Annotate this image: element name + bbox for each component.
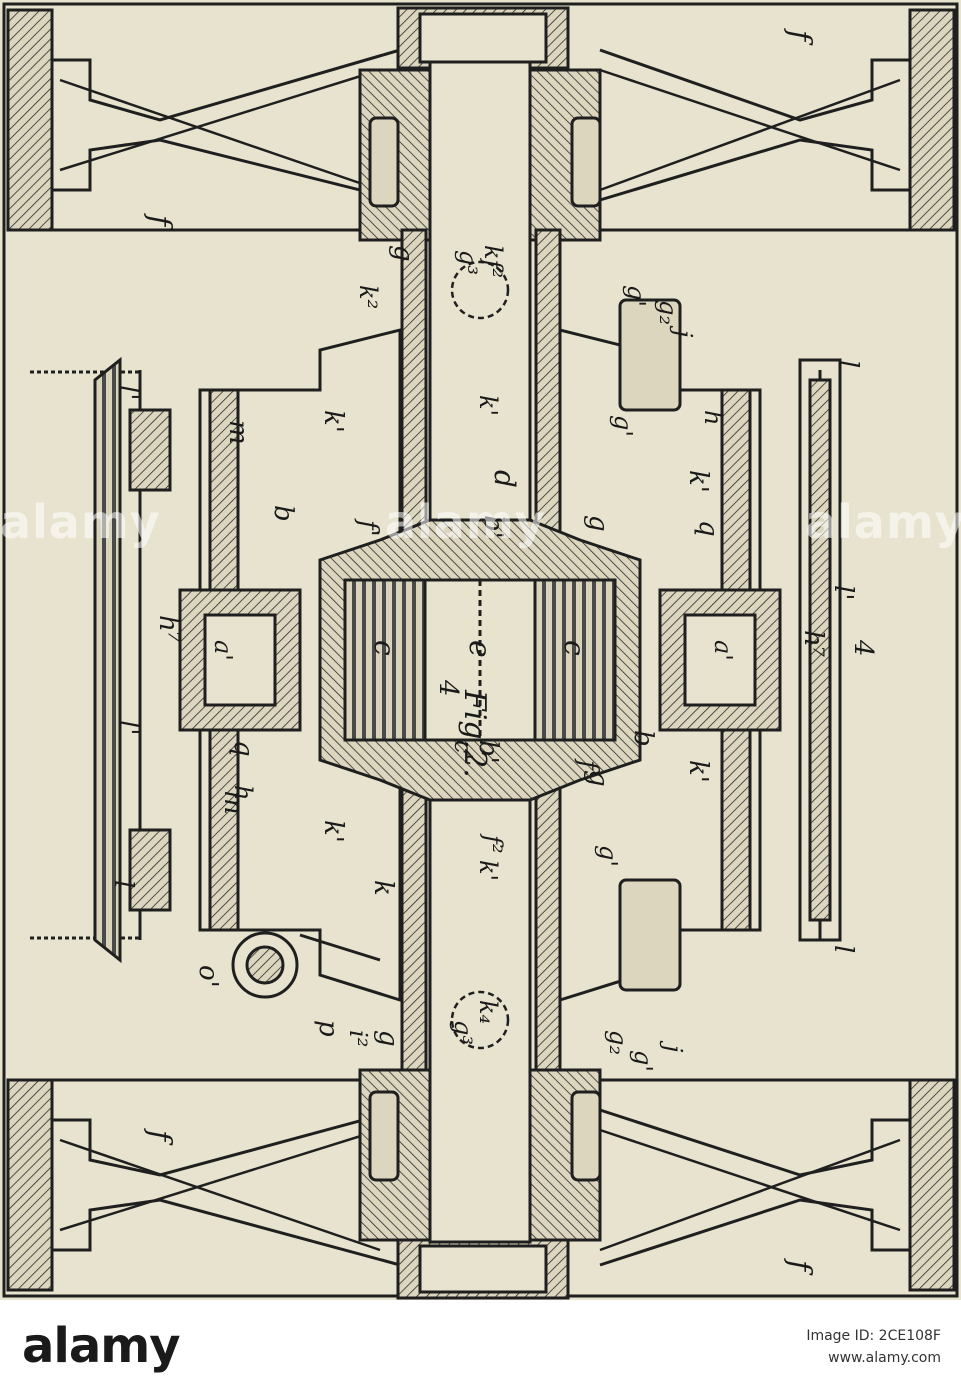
label-c-2: c xyxy=(558,640,591,656)
label-a1-1: a' xyxy=(209,640,237,661)
label-g3-2: g³ xyxy=(449,1020,477,1045)
label-a1-2: a' xyxy=(709,640,737,661)
footer-logo[interactable]: alamy xyxy=(22,1318,180,1374)
label-k1-5: k' xyxy=(474,860,502,881)
label-c-1: c xyxy=(368,640,401,656)
label-h-1: h xyxy=(699,410,727,425)
label-g-1: g xyxy=(388,245,418,262)
label-h7-1: h⁷ xyxy=(153,615,183,643)
label-e: e xyxy=(462,640,497,658)
label-g-2: g xyxy=(373,1030,403,1047)
label-b-2: b xyxy=(628,730,658,747)
label-k1-1: k' xyxy=(318,410,348,433)
label-kf2: kf² xyxy=(479,245,507,278)
label-f2: f² xyxy=(479,833,507,854)
label-g2-2: g₂ xyxy=(604,1030,632,1055)
label-l-1: l xyxy=(108,880,138,888)
label-g1-2: g' xyxy=(629,1050,657,1072)
label-b-1: b xyxy=(268,505,298,522)
label-p: p xyxy=(313,1020,343,1037)
label-k4: k₄ xyxy=(474,1000,502,1024)
footer-bar: alamy Image ID: 2CE108F www.alamy.com xyxy=(0,1300,961,1390)
label-l1-2: l' xyxy=(113,720,143,735)
label-g3-1: g³ xyxy=(454,250,482,275)
label-q-1: q xyxy=(228,740,258,757)
label-m-2: m xyxy=(218,790,248,815)
label-i2: i² xyxy=(344,1030,372,1047)
label-k1-6: k' xyxy=(474,395,502,416)
label-g2-1: g₂ xyxy=(654,300,682,325)
label-l-3: l xyxy=(828,945,858,953)
label-g-3: g xyxy=(583,515,613,532)
footer-image-id: Image ID: 2CE108F xyxy=(806,1328,941,1344)
footer-url[interactable]: www.alamy.com xyxy=(828,1350,941,1366)
label-f1-2: f' xyxy=(573,758,603,777)
label-section-top: 4 xyxy=(433,679,463,697)
label-section-bottom: 4 xyxy=(848,639,878,657)
label-f1-1: f' xyxy=(353,518,383,537)
label-k1-3: k' xyxy=(683,470,713,493)
label-l1-3: l' xyxy=(828,585,858,600)
watermark: alamy xyxy=(385,495,546,549)
label-q-2: q xyxy=(693,520,723,537)
label-k1-4: k' xyxy=(683,760,713,783)
label-c1: c' xyxy=(449,740,477,760)
label-k-1: k xyxy=(368,880,398,896)
label-g1-4: g' xyxy=(609,415,637,437)
label-l1-1: l' xyxy=(113,385,143,400)
label-g1-1: g' xyxy=(622,285,650,307)
label-h7-2: h⁷ xyxy=(798,630,828,658)
label-k2: k² xyxy=(354,285,382,309)
watermark: alamy xyxy=(0,495,161,549)
watermark: alamy xyxy=(805,495,961,549)
label-k1-2: k' xyxy=(318,820,348,843)
label-g1-3: g' xyxy=(594,845,622,867)
label-d: d xyxy=(488,470,521,488)
label-m-1: m xyxy=(223,420,253,445)
label-l-2: l xyxy=(833,360,863,368)
patent-drawing: Fig.2. 4 4 f f f f g g g g g' g' g' g' g… xyxy=(0,0,961,1300)
label-caption: Fig.2. xyxy=(457,689,492,778)
label-o1: o' xyxy=(193,965,223,988)
